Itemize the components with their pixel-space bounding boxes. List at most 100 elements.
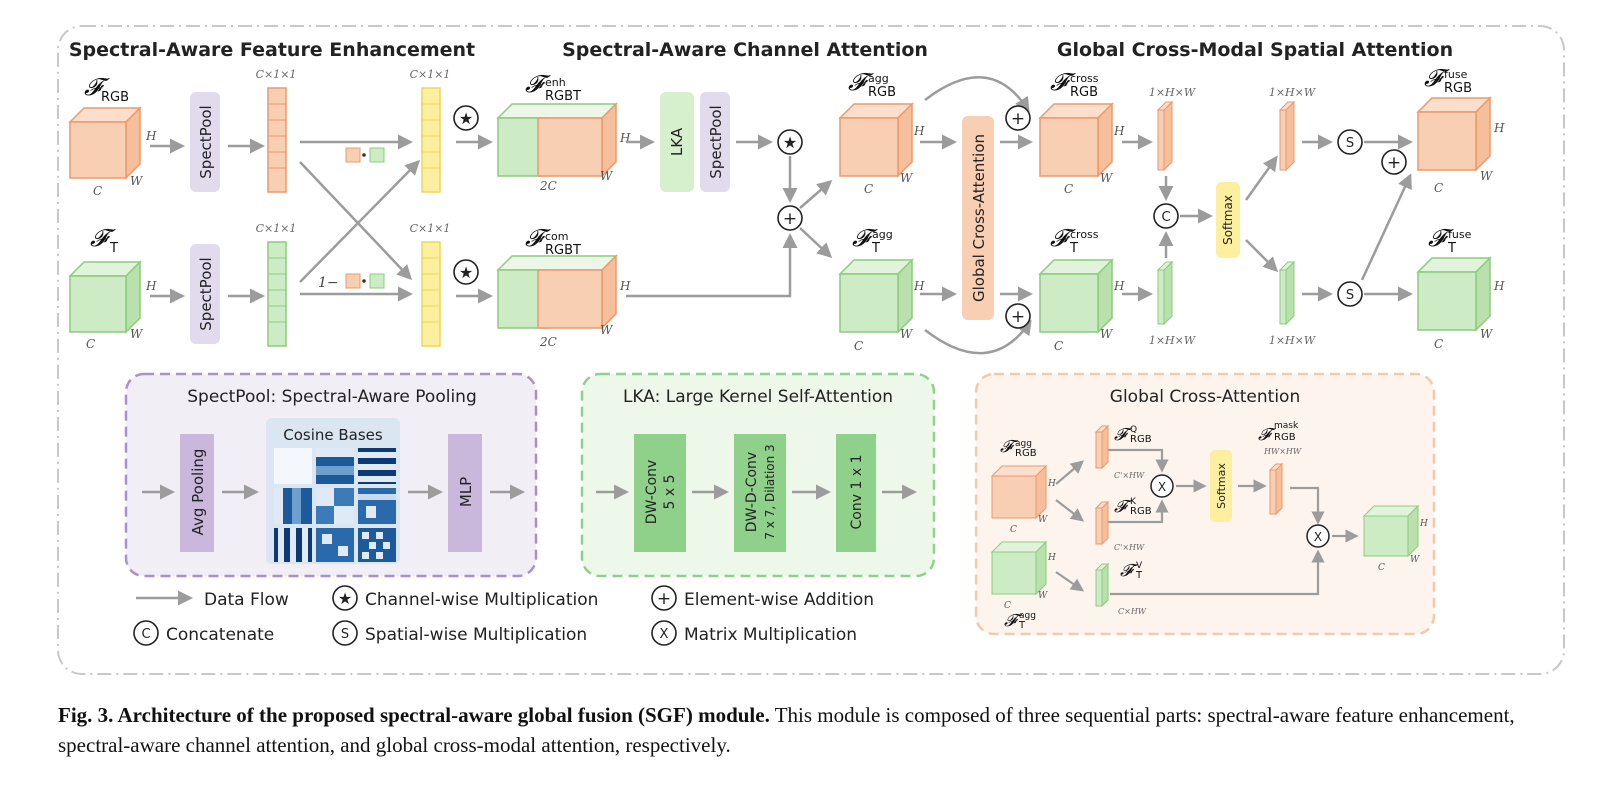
svg-text:C: C <box>1004 601 1011 611</box>
gca-label-mask: 𝓕 mask RGB <box>1258 421 1299 445</box>
svg-text:RGB: RGB <box>868 85 896 100</box>
gca-label-t-agg: 𝓕 agg T <box>1004 611 1036 631</box>
gca-label-rgb-agg: 𝓕 agg RGB <box>1000 437 1037 459</box>
gca-cube-rgb-agg <box>990 464 1048 520</box>
label-f-t-agg: 𝓕 agg T <box>852 224 893 256</box>
svg-text:W: W <box>1038 515 1048 525</box>
spatial-map-t <box>1156 260 1174 326</box>
svg-text:RGBT: RGBT <box>545 243 581 258</box>
svg-text:com: com <box>545 230 569 243</box>
svg-text:★: ★ <box>338 589 352 608</box>
mlp-label: MLP <box>457 477 475 507</box>
label-f-rgbt-com: 𝓕 com RGBT <box>525 224 581 258</box>
global-cross-attention-box <box>962 116 994 320</box>
legend-spatial-icon: S <box>332 620 358 646</box>
gca-label-v: 𝓕 V T <box>1120 561 1143 581</box>
softmax-label-main: Softmax <box>1221 195 1235 245</box>
channel-mult-op-top: ★ <box>453 105 479 131</box>
svg-text:H: H <box>1113 124 1125 138</box>
svg-text:C×1×1: C×1×1 <box>256 68 297 81</box>
vector-t <box>267 241 287 347</box>
label-f-rgb-cross: 𝓕 cross RGB <box>1050 68 1099 100</box>
spectpool-box-rgb <box>190 92 220 192</box>
avg-pooling-label: Avg Pooling <box>189 449 207 536</box>
svg-text:★: ★ <box>459 263 473 282</box>
svg-text:C: C <box>1434 181 1443 195</box>
svg-text:agg: agg <box>1019 611 1036 621</box>
svg-text:X: X <box>1314 530 1322 544</box>
add-op-fuse: + <box>1381 149 1407 175</box>
svg-text:W: W <box>130 174 144 188</box>
svg-text:T: T <box>1447 241 1456 256</box>
svg-text:C: C <box>854 339 863 353</box>
svg-text:W: W <box>600 323 614 337</box>
legend-matmul-icon: X <box>651 620 677 646</box>
svg-text:C: C <box>1161 210 1170 225</box>
svg-text:T: T <box>1135 570 1143 581</box>
svg-text:T: T <box>1069 241 1078 256</box>
svg-text:+: + <box>783 209 797 229</box>
gca-k-slab <box>1094 500 1110 546</box>
svg-text:S: S <box>341 627 349 642</box>
svg-text:W: W <box>600 169 614 183</box>
svg-text:agg: agg <box>868 72 889 85</box>
dw-conv-kernel: 5 x 5 <box>662 475 678 510</box>
weight-square-green-top <box>369 147 385 163</box>
legend-concat-icon: C <box>133 620 159 646</box>
svg-text:2C: 2C <box>539 335 557 349</box>
gca-mask-slab <box>1268 462 1284 516</box>
svg-text:C: C <box>1378 563 1385 573</box>
spatial-map-rgb <box>1156 100 1174 172</box>
gca-cube-t-agg <box>990 540 1048 596</box>
add-op-cross-rgb: + <box>1005 105 1031 131</box>
spectpool-label-channel: SpectPool <box>707 105 725 178</box>
gca-q-slab <box>1094 424 1110 470</box>
svg-text:C×HW: C×HW <box>1118 607 1147 616</box>
svg-text:Q: Q <box>1130 425 1137 435</box>
svg-text:H: H <box>1113 279 1125 293</box>
svg-text:C'×HW: C'×HW <box>1114 471 1145 480</box>
svg-text:W: W <box>900 327 914 341</box>
label-f-rgb: 𝓕 RGB <box>84 73 129 105</box>
svg-text:H: H <box>913 124 925 138</box>
svg-text:agg: agg <box>872 228 893 241</box>
label-f-t: 𝓕 T <box>90 224 118 256</box>
section-title-channel-attention: Spectral-Aware Channel Attention <box>562 39 928 61</box>
softmax-label-gca: Softmax <box>1215 463 1228 509</box>
conv1x1-box <box>836 434 876 552</box>
svg-text:H: H <box>913 279 925 293</box>
legend-channel-icon: ★ <box>332 585 358 611</box>
svg-text:RGB: RGB <box>1070 85 1098 100</box>
spatial-weight-t <box>1278 260 1296 326</box>
label-f-t-cross: 𝓕 cross T <box>1050 224 1099 256</box>
svg-text:C: C <box>93 184 102 198</box>
svg-text:X: X <box>1158 480 1166 494</box>
label-f-t-fuse: 𝓕 fuse T <box>1428 224 1472 256</box>
label-f-rgbt-enh: 𝓕 enh RGBT <box>525 70 581 104</box>
cosine-bases-label: Cosine Bases <box>283 426 383 444</box>
svg-text:1×H×W: 1×H×W <box>1269 334 1317 347</box>
svg-text:1−: 1− <box>318 275 339 291</box>
cube-f-rgb-fuse <box>1416 96 1492 172</box>
lka-label: LKA <box>668 127 686 156</box>
svg-text:T: T <box>1018 620 1026 631</box>
svg-text:S: S <box>1346 288 1354 303</box>
lka-panel-title: LKA: Large Kernel Self-Attention <box>623 387 893 407</box>
softmax-box-main <box>1216 182 1240 258</box>
matmul-op-1: X <box>1150 474 1174 498</box>
cosine-bases-grid <box>274 448 396 562</box>
svg-text:★: ★ <box>783 133 797 152</box>
svg-text:+: + <box>1011 109 1025 129</box>
architecture-diagram: Spectral-Aware Feature Enhancement Spect… <box>57 25 1565 675</box>
cube-f-t-cross <box>1038 258 1114 334</box>
caption-title: Architecture of the proposed spectral-aw… <box>117 703 770 727</box>
svg-text:RGB: RGB <box>1015 448 1037 459</box>
svg-text:1×H×W: 1×H×W <box>1149 334 1197 347</box>
gca-output-cube <box>1362 504 1420 558</box>
svg-text:H: H <box>1047 553 1056 563</box>
cube-f-t-agg <box>838 258 914 334</box>
svg-text:C: C <box>1054 339 1063 353</box>
svg-text:H: H <box>619 279 631 293</box>
svg-text:W: W <box>1410 555 1420 565</box>
svg-text:X: X <box>660 627 669 642</box>
